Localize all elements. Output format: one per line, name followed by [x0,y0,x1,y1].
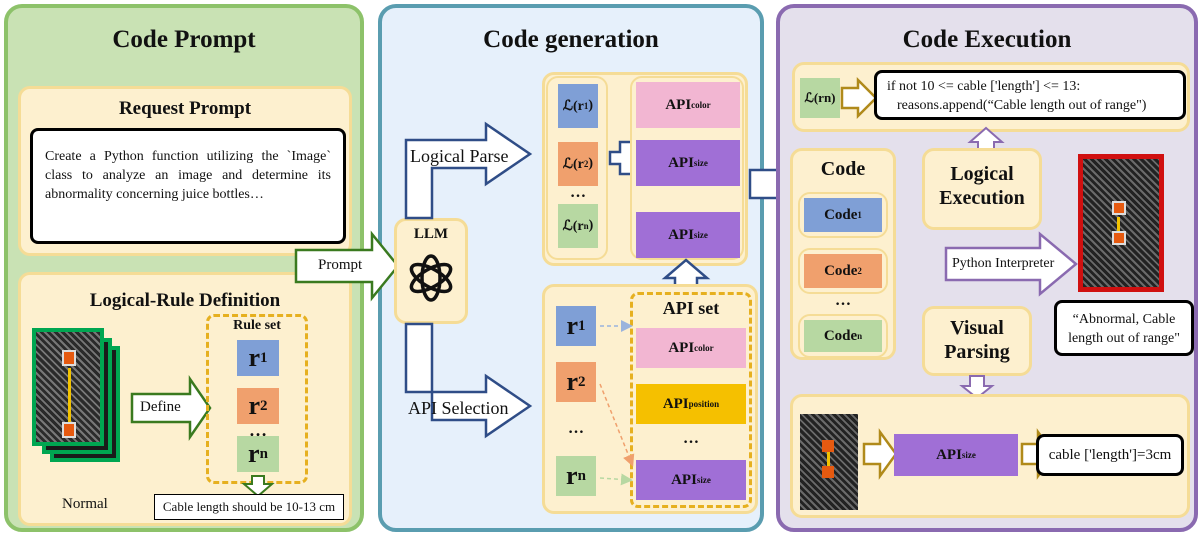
request-prompt-title: Request Prompt [118,98,252,119]
parsed-cable-wire [827,452,830,466]
logical-parse-arrow [404,121,533,220]
parse-ellipsis: … [570,184,586,201]
code-generation-title: Code generation [483,26,659,53]
code-execution-title: Code Execution [902,26,1072,53]
cable-connector-top [62,350,76,366]
abnormal-connector-top [1112,201,1126,215]
api-set-label: API set [662,298,720,318]
logical-parse-label: Logical Parse [410,146,509,166]
api-selection-arrow [404,322,533,439]
code-ellipsis: … [835,292,851,309]
code-line-2: reasons.append(“Cable length out of rang… [897,98,1147,113]
normal-label: Normal [62,496,108,512]
llm-label: LLM [413,226,449,242]
abnormal-cable-wire [1117,217,1120,231]
parsed-connector-top [822,440,834,452]
prompt-label: Prompt [318,257,363,273]
visual-parsing-label: Visual Parsing [944,317,1010,363]
python-interpreter-label: Python Interpreter [952,256,1055,271]
code-snippet-box: if not 10 <= cable ['length'] <= 13: rea… [874,70,1186,120]
cable-wire [68,368,71,424]
parsed-image [800,414,858,510]
logical-execution-label: Logical Execution [939,163,1025,209]
api-selection-label: API Selection [408,398,509,418]
abnormal-image [1078,154,1164,292]
abnormal-connector-bottom [1112,231,1126,245]
l-rn-chip: ℒ(rn) [800,78,840,118]
api-set-box [630,292,752,508]
code-group-title: Code [820,158,866,180]
cable-length-note: Cable length should be 10-13 cm [154,494,344,520]
normal-image-card [32,328,104,446]
sel-rule-ellipsis: … [568,420,584,437]
define-label: Define [140,399,181,415]
rule-ellipsis: … [249,420,267,440]
abnormal-result-box: “Abnormal, Cable length out of range" [1054,300,1194,356]
parsed-connector-bottom [822,466,834,478]
logical-rule-title: Logical-Rule Definition [89,290,281,311]
visual-parsing-box [922,306,1032,376]
sel-api-ellipsis: … [683,430,699,447]
logical-execution-box [922,148,1042,230]
request-prompt-text: Create a Python function utilizing the `… [30,128,346,244]
cable-connector-bottom [62,422,76,438]
rule-set-label: Rule set [233,318,281,333]
code-line-1: if not 10 <= cable ['length'] <= 13: [887,79,1081,94]
llm-box [394,218,468,324]
code-prompt-title: Code Prompt [112,26,256,53]
cable-length-output: cable ['length']=3cm [1036,434,1184,476]
